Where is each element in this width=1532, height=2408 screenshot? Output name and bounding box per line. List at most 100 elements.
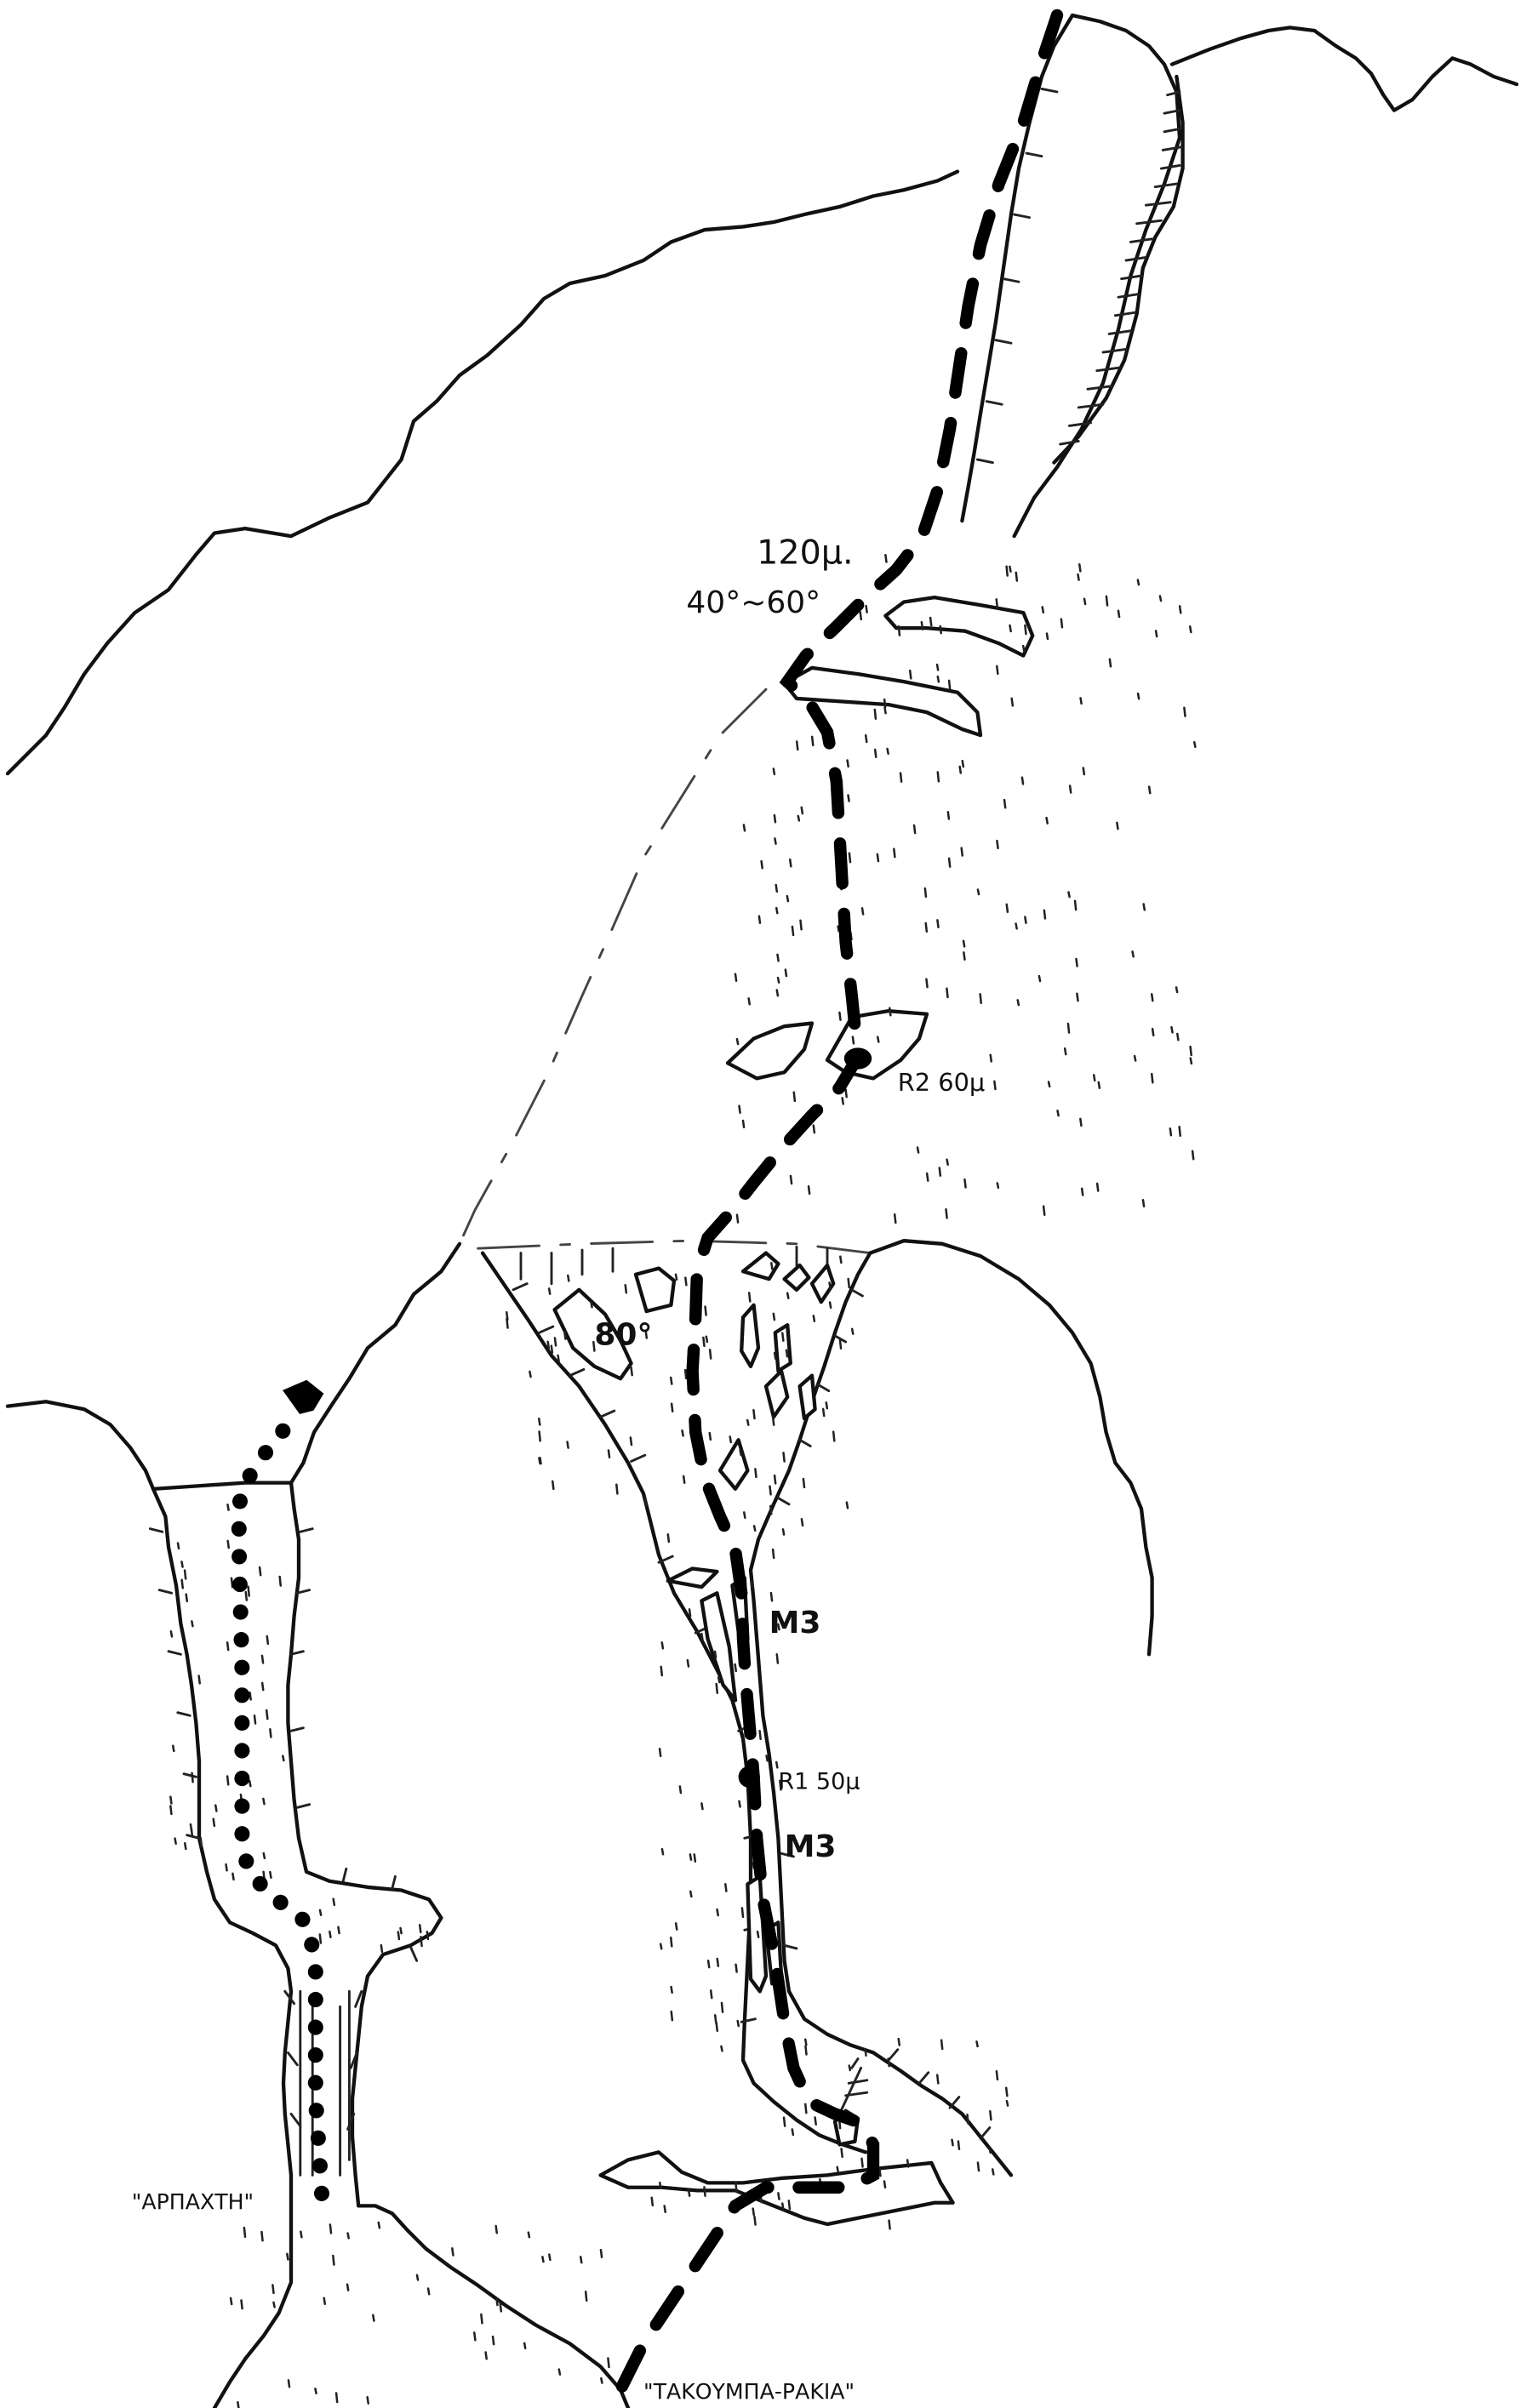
scree-speck — [420, 1935, 423, 1948]
scree-speck — [1151, 1027, 1155, 1037]
left-gully-label: "ΑΡΠΑΧΤΗ" — [132, 2189, 254, 2214]
scree-speck — [1095, 1182, 1100, 1192]
scree-speck — [700, 1632, 704, 1641]
scree-speck — [789, 858, 792, 868]
scree-speck — [547, 1287, 552, 1295]
scree-speck — [644, 1329, 649, 1339]
left-gully-ticks — [148, 1527, 419, 2131]
scree-speck — [590, 1300, 593, 1309]
left-route-arrowhead — [283, 1379, 324, 1414]
scree-speck — [1024, 916, 1027, 924]
scree-speck — [925, 1172, 929, 1182]
scree-speck — [180, 1578, 185, 1589]
scree-speck — [840, 2148, 843, 2159]
m3-upper-label: M3 — [769, 1606, 821, 1641]
scree-speck — [1004, 2086, 1009, 2097]
scree-speck — [936, 675, 940, 683]
scree-speck — [1005, 565, 1009, 577]
scree-speck — [996, 665, 999, 676]
scree-speck — [814, 2116, 817, 2126]
scree-speck — [735, 1963, 738, 1973]
scree-speck — [923, 887, 928, 899]
rappel-2-label: R2 60μ — [898, 1068, 985, 1097]
scree-speck — [600, 2377, 603, 2384]
scree-speck — [777, 1623, 780, 1631]
scree-speck — [529, 1370, 532, 1378]
scree-speck — [785, 1349, 789, 1358]
scree-speck — [802, 1477, 806, 1489]
scree-speck — [804, 2103, 808, 2114]
scree-speck — [772, 767, 776, 776]
scree-speck — [248, 1779, 252, 1788]
scree-speck — [976, 888, 980, 896]
scree-speck — [629, 1436, 633, 1447]
rock-funnel-3 — [782, 1263, 811, 1292]
scree-speck — [1170, 1025, 1174, 1034]
scree-speck — [579, 2256, 583, 2264]
scree-speck — [669, 1376, 673, 1385]
scree-speck — [747, 997, 751, 1006]
scree-speck — [1043, 909, 1047, 920]
scree-speck — [1117, 609, 1121, 619]
scree-marks — [169, 553, 1197, 2408]
scree-speck — [884, 553, 888, 563]
scree-speck — [966, 2113, 969, 2125]
rock-chute-4 — [746, 1874, 769, 1994]
scree-speck — [864, 2047, 867, 2057]
scree-speck — [226, 1504, 230, 1511]
scree-speck — [1116, 821, 1119, 830]
scree-speck — [775, 989, 780, 997]
scree-speck — [1083, 597, 1087, 606]
scree-speck — [1154, 630, 1158, 638]
scree-speck — [963, 951, 966, 961]
scree-speck — [703, 2186, 706, 2197]
scree-speck — [758, 1730, 762, 1741]
scree-speck — [782, 2116, 786, 2127]
scree-speck — [1189, 1045, 1192, 1057]
scree-speck — [754, 1468, 757, 1479]
scree-speck — [1073, 899, 1078, 911]
rappel-1-label: R1 50μ — [778, 1769, 860, 1795]
scree-speck — [1079, 697, 1083, 705]
scree-speck — [1015, 922, 1018, 930]
left-ridge-line — [5, 169, 960, 776]
scree-speck — [979, 993, 982, 1005]
r2-anchor-dot — [843, 1047, 872, 1070]
scree-speck — [832, 1430, 836, 1442]
scree-speck — [791, 2128, 795, 2137]
scree-speck — [346, 2283, 350, 2292]
scree-speck — [566, 1441, 569, 1449]
chute-bottom-marks — [837, 2057, 869, 2115]
right-curve-outline — [868, 1239, 1154, 1657]
scree-speck — [993, 1080, 997, 1091]
rock-funnel-6 — [740, 1303, 761, 1368]
scree-speck — [323, 2297, 327, 2306]
scree-speck — [936, 919, 940, 928]
scree-speck — [839, 1255, 843, 1264]
scree-speck — [789, 1174, 793, 1185]
scree-speck — [169, 1805, 173, 1816]
left-gully-top — [151, 1481, 294, 1492]
scree-speck — [735, 1213, 740, 1224]
scree-speck — [1060, 618, 1064, 629]
scree-speck — [1097, 1081, 1101, 1089]
scree-speck — [552, 1480, 555, 1491]
lower-chute-bottom — [752, 2081, 868, 2154]
scree-speck — [346, 2232, 350, 2240]
scree-speck — [743, 1511, 746, 1519]
rock-funnel-8 — [763, 1369, 790, 1419]
scree-speck — [557, 2368, 562, 2376]
scree-speck — [1092, 1074, 1096, 1082]
scree-speck — [989, 2110, 992, 2121]
scree-speck — [541, 2256, 545, 2263]
scree-speck — [775, 883, 779, 893]
scree-speck — [183, 1569, 187, 1580]
scree-speck — [883, 706, 887, 715]
scree-speck — [499, 2302, 503, 2313]
r1-anchor-dot — [738, 1766, 760, 1788]
scree-speck — [1078, 562, 1082, 573]
scree-speck — [775, 1760, 779, 1769]
scree-speck — [1079, 1117, 1083, 1127]
scree-speck — [1080, 1187, 1084, 1196]
scree-speck — [908, 669, 912, 680]
